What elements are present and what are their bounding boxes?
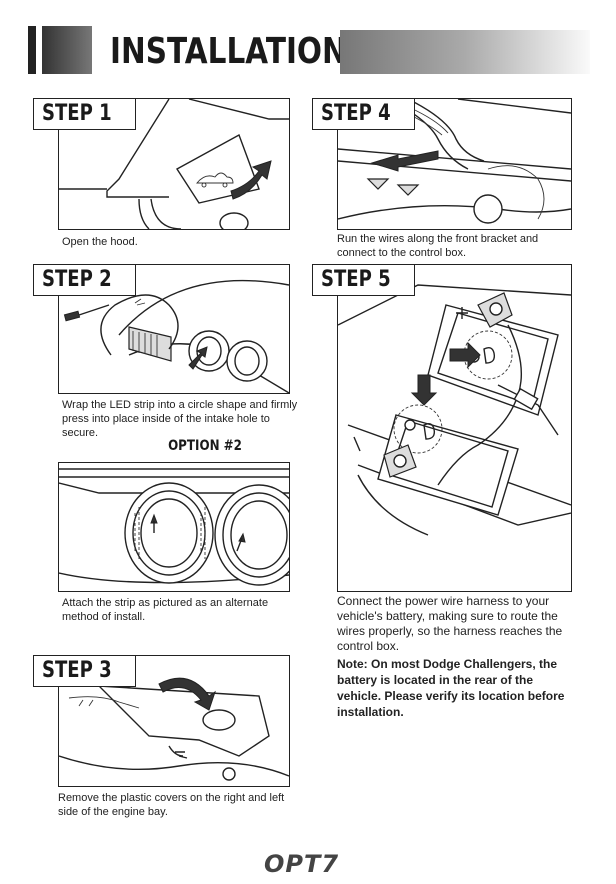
brand-logo: OPT7 xyxy=(264,850,340,878)
header-accent-block xyxy=(42,26,92,74)
step2-caption: Wrap the LED strip into a circle shape a… xyxy=(62,399,298,439)
hood-open-icon xyxy=(196,172,234,188)
step5-caption: Connect the power wire harness to your v… xyxy=(337,594,563,653)
step4-illustration xyxy=(338,99,571,224)
step2-illustration xyxy=(63,279,289,393)
battery-minus-icon xyxy=(353,436,361,452)
step3-panel xyxy=(58,655,290,787)
step3-caption: Remove the plastic covers on the right a… xyxy=(58,792,285,818)
step5-note: Note: On most Dodge Challengers, the bat… xyxy=(337,657,565,719)
step1-label: STEP 1 xyxy=(33,98,136,130)
step4-label: STEP 4 xyxy=(312,98,415,130)
header-gradient-bar xyxy=(340,30,590,74)
arrow-icon xyxy=(230,160,272,200)
option2-caption: Attach the strip as pictured as an alter… xyxy=(62,597,269,623)
page-title: INSTALLATION xyxy=(110,31,347,72)
option2-label: OPTION #2 xyxy=(168,438,242,454)
option2-illustration xyxy=(59,468,289,586)
step1-illustration xyxy=(59,99,289,229)
step5-illustration xyxy=(338,284,571,536)
step4-caption: Run the wires along the front bracket an… xyxy=(337,233,539,259)
step2-label: STEP 2 xyxy=(33,264,136,296)
step5-label: STEP 5 xyxy=(312,264,415,296)
header-accent-bar xyxy=(28,26,36,74)
option2-panel xyxy=(58,462,290,592)
battery-plus-icon xyxy=(456,307,468,319)
step3-label: STEP 3 xyxy=(33,655,136,687)
step1-caption: Open the hood. xyxy=(62,236,138,248)
step3-illustration xyxy=(59,657,289,781)
step5-panel xyxy=(337,264,572,592)
step1-panel xyxy=(58,98,290,230)
